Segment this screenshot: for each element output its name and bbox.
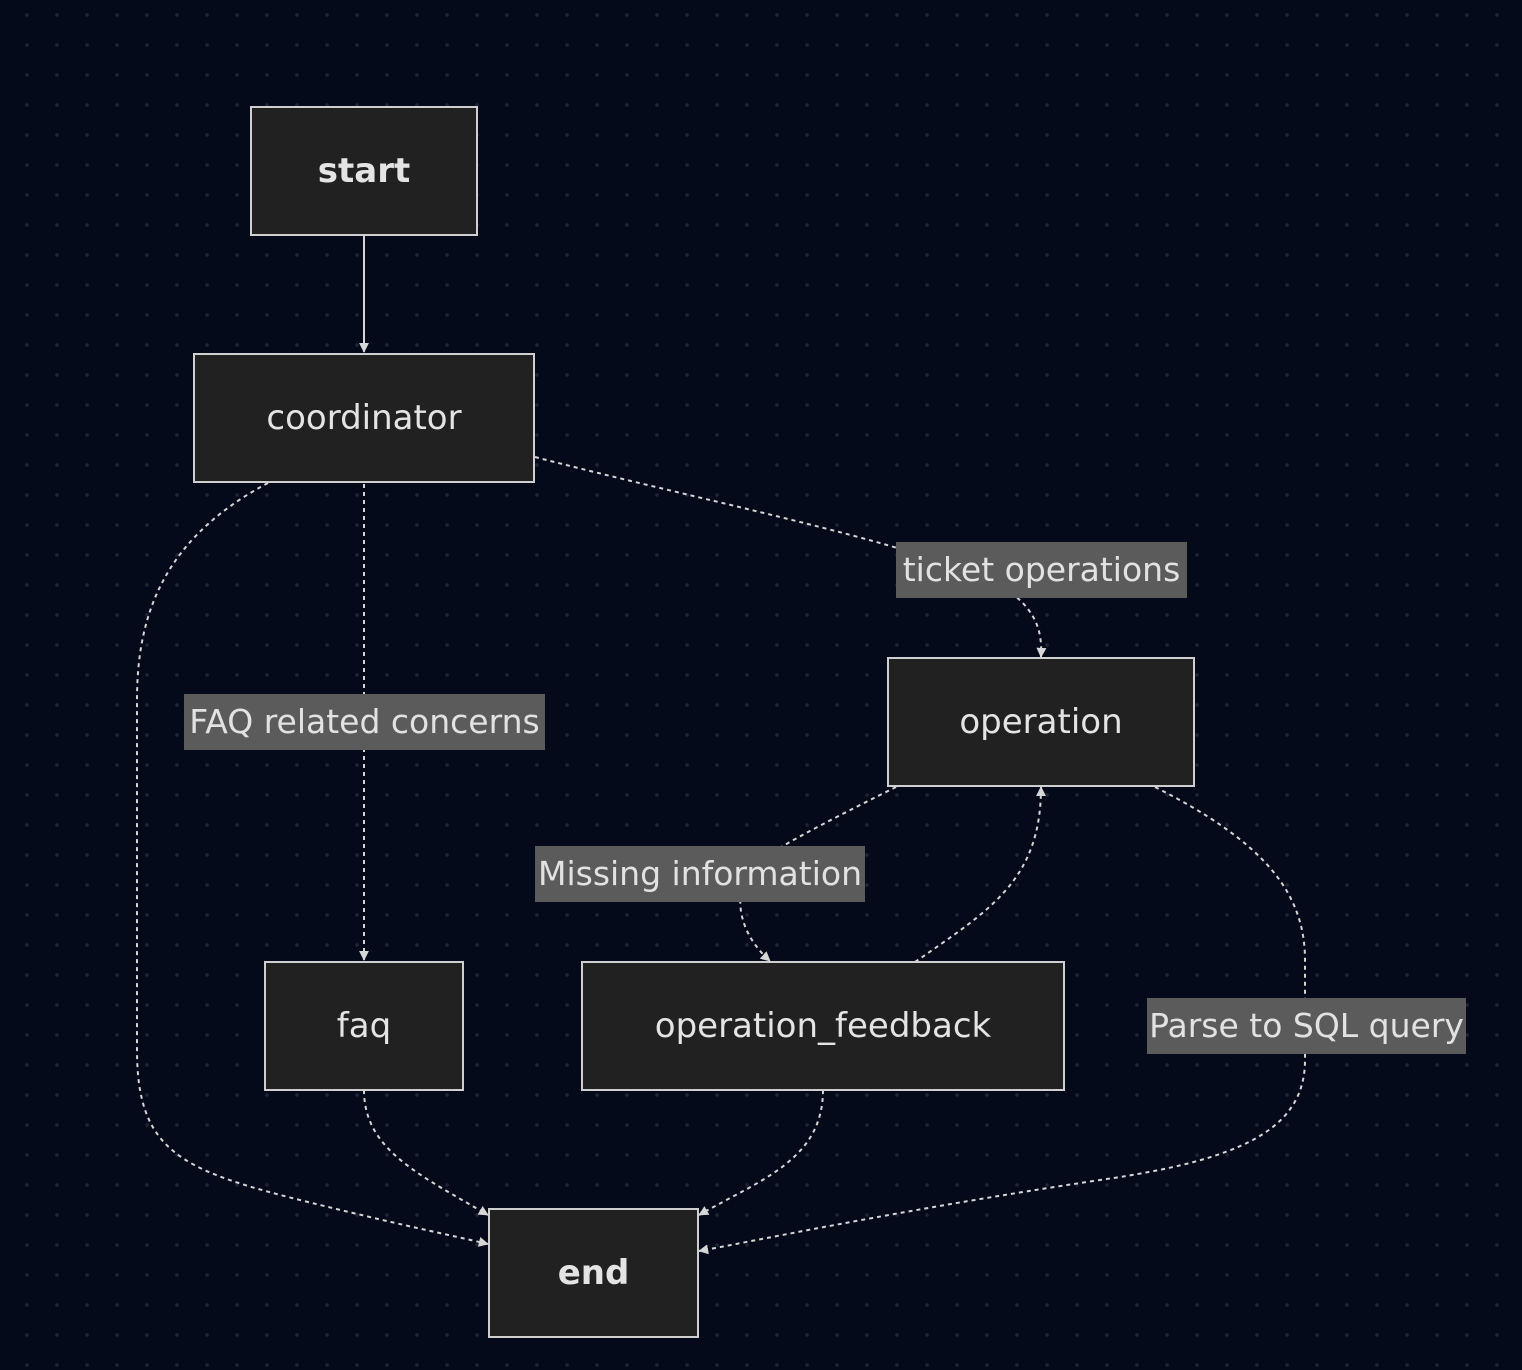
edge-feedback-end bbox=[698, 1089, 824, 1216]
node-operation[interactable]: operation bbox=[887, 657, 1195, 787]
node-end[interactable]: end bbox=[488, 1208, 699, 1338]
edge-label-faq-related: FAQ related concerns bbox=[184, 694, 545, 750]
node-operation-label: operation bbox=[959, 702, 1123, 742]
edge-label-missing-information: Missing information bbox=[535, 846, 865, 902]
node-coordinator[interactable]: coordinator bbox=[193, 353, 535, 483]
node-operation-feedback[interactable]: operation_feedback bbox=[581, 961, 1065, 1091]
node-coordinator-label: coordinator bbox=[266, 398, 462, 438]
edge-coordinator-end bbox=[136, 482, 489, 1247]
node-start[interactable]: start bbox=[250, 106, 478, 236]
edge-faq-end bbox=[363, 1089, 489, 1216]
edge-label-parse-sql: Parse to SQL query bbox=[1147, 998, 1466, 1054]
node-faq-label: faq bbox=[336, 1006, 392, 1046]
node-operation-feedback-label: operation_feedback bbox=[654, 1006, 992, 1046]
edge-feedback-operation bbox=[914, 786, 1046, 963]
node-faq[interactable]: faq bbox=[264, 961, 464, 1091]
edge-coordinator-operation bbox=[534, 456, 1047, 658]
edge-label-ticket-operations: ticket operations bbox=[896, 542, 1187, 598]
edge-operation-end bbox=[698, 786, 1306, 1255]
node-start-label: start bbox=[317, 151, 411, 191]
node-end-label: end bbox=[557, 1253, 630, 1293]
